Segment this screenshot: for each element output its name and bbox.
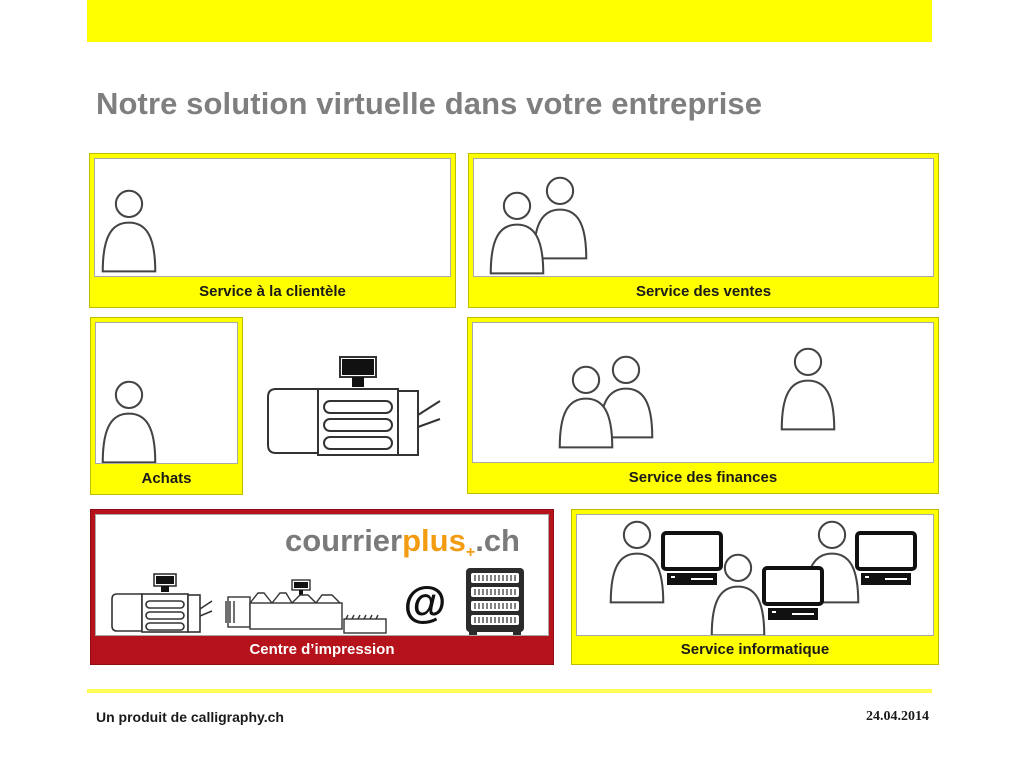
box-service-ventes: Service des ventes — [468, 153, 939, 308]
box-label: Achats — [91, 464, 242, 494]
person-icon — [96, 378, 162, 464]
person-icon — [96, 187, 162, 277]
page-title: Notre solution virtuelle dans votre entr… — [96, 86, 762, 122]
box-service-clientele: Service à la clientèle — [89, 153, 456, 308]
server-icon — [465, 567, 525, 635]
box-label: Service des finances — [468, 463, 938, 493]
box-label: Centre d’impression — [91, 636, 553, 664]
footer-credit: Un produit de calligraphy.ch — [96, 709, 284, 725]
at-sign-icon: @ — [402, 579, 448, 625]
mail-processing-machine-icon — [224, 579, 390, 636]
person-icon — [553, 363, 619, 453]
person-icon — [484, 189, 550, 277]
footer-date: 24.04.2014 — [866, 709, 929, 725]
box-label: Service à la clientèle — [90, 277, 455, 307]
top-yellow-bar — [87, 0, 932, 42]
box-achats: Achats — [90, 317, 243, 495]
production-printer-icon — [266, 355, 442, 460]
person-icon — [775, 345, 841, 435]
box-label: Service des ventes — [469, 277, 938, 307]
svg-text:@: @ — [404, 579, 447, 625]
footer-divider — [87, 689, 932, 693]
printer-small-icon — [110, 573, 214, 635]
box-service-finances: Service des finances — [467, 317, 939, 494]
person-icon — [604, 518, 670, 608]
courrierplus-logo: courrierplus+.ch — [285, 523, 520, 562]
box-label: Service informatique — [572, 636, 938, 664]
box-centre-impression: courrierplus+.ch — [90, 509, 554, 665]
box-service-informatique: Service informatique — [571, 509, 939, 665]
person-icon — [705, 551, 771, 636]
